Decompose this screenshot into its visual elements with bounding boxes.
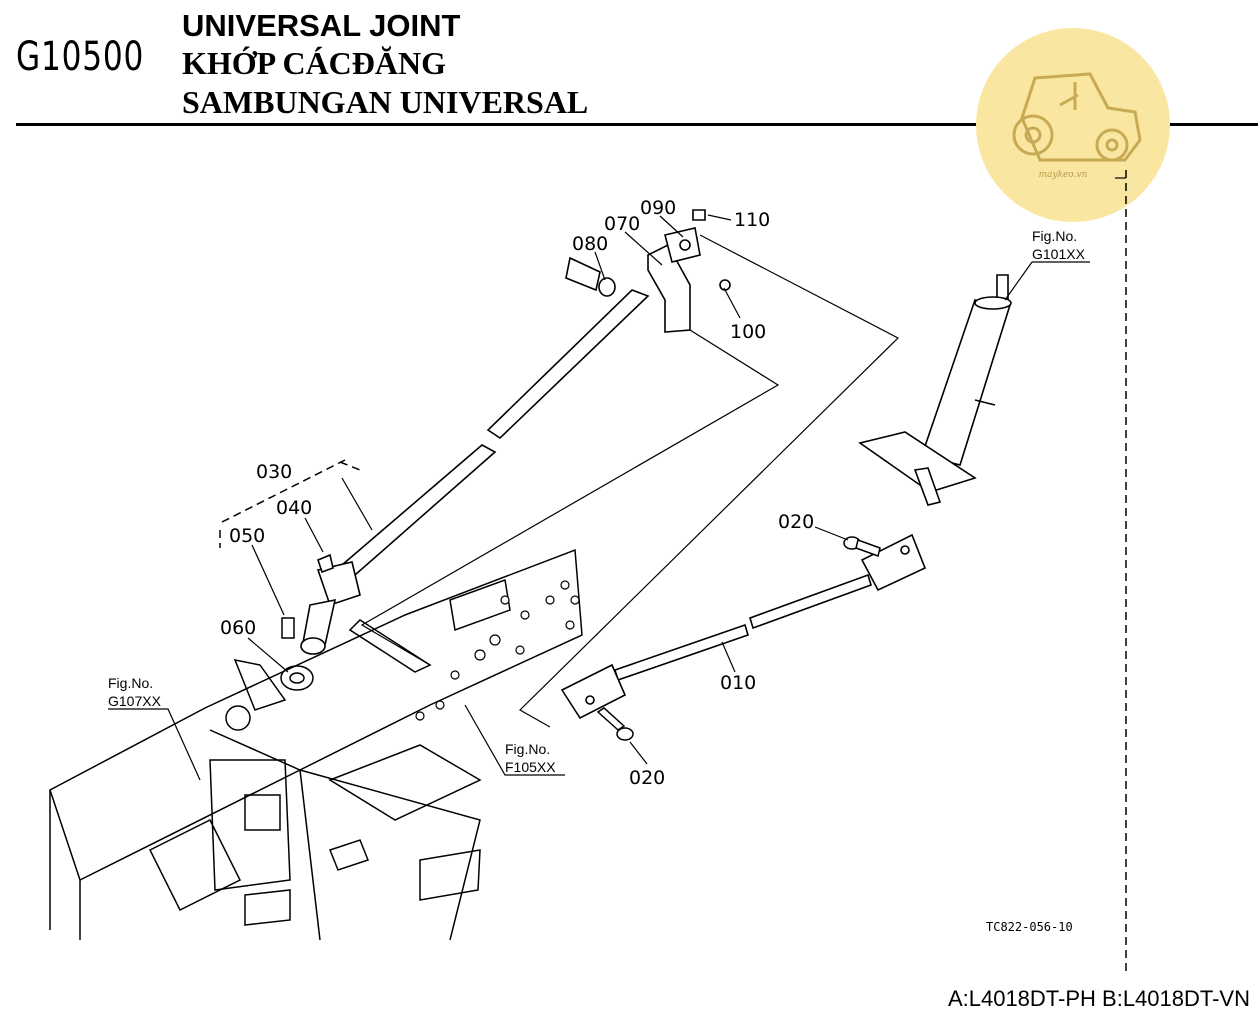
label-part-050: 050 [229, 525, 265, 547]
label-part-010: 010 [720, 672, 756, 694]
label-leaders [247, 214, 849, 765]
label-part-020-lower: 020 [629, 767, 665, 789]
tractor-icon [1012, 72, 1142, 162]
figref-g107: Fig.No. G107XX [108, 675, 201, 781]
label-part-040: 040 [276, 497, 312, 519]
bracket-070 [565, 209, 731, 333]
label-part-060: 060 [220, 617, 256, 639]
title-english: UNIVERSAL JOINT [182, 8, 461, 43]
logo-text: maykeo.vn [1039, 170, 1088, 180]
title-vietnamese: KHỚP CÁCĐĂNG [182, 45, 446, 81]
projection-line-2 [519, 234, 900, 728]
steering-column [858, 274, 1012, 506]
label-part-080: 080 [572, 233, 608, 255]
bushing-060 [280, 665, 314, 691]
model-footer: A:L4018DT-PH B:L4018DT-VN [947, 986, 1250, 1011]
label-part-100: 100 [730, 321, 766, 343]
figref-g101: Fig.No. G101XX [1004, 228, 1090, 301]
label-part-030: 030 [256, 461, 292, 483]
label-part-090: 090 [640, 197, 676, 219]
group-bracket-dashed-2 [221, 459, 346, 523]
figref-g101-code: G101XX [1032, 246, 1086, 262]
figref-f105-label: Fig.No. [505, 741, 550, 757]
bolt-050 [281, 617, 295, 639]
bolt-020-lower [596, 707, 634, 741]
label-part-020-upper: 020 [778, 511, 814, 533]
projection-line-1 [360, 329, 780, 666]
figref-g107-label: Fig.No. [108, 675, 153, 691]
figref-g101-label: Fig.No. [1032, 228, 1077, 244]
figref-f105: Fig.No. F105XX [464, 704, 565, 776]
drawing-reference: TC822-056-10 [986, 920, 1073, 934]
maykeo-logo: maykeo.vn [976, 28, 1170, 222]
diagram-code: G10500 [16, 34, 145, 80]
bolt-020-upper [843, 536, 881, 557]
shaft-030 [300, 289, 650, 655]
label-part-110: 110 [734, 209, 770, 231]
title-indonesian: SAMBUNGAN UNIVERSAL [182, 84, 589, 120]
tractor-frame [49, 548, 583, 941]
frame-holes [415, 580, 580, 721]
group-bracket-dashed-3 [339, 461, 361, 471]
shaft-010 [560, 533, 927, 720]
label-part-070: 070 [604, 213, 640, 235]
figref-f105-code: F105XX [505, 759, 556, 775]
figref-g107-code: G107XX [108, 693, 162, 709]
header-rule [16, 123, 1258, 126]
